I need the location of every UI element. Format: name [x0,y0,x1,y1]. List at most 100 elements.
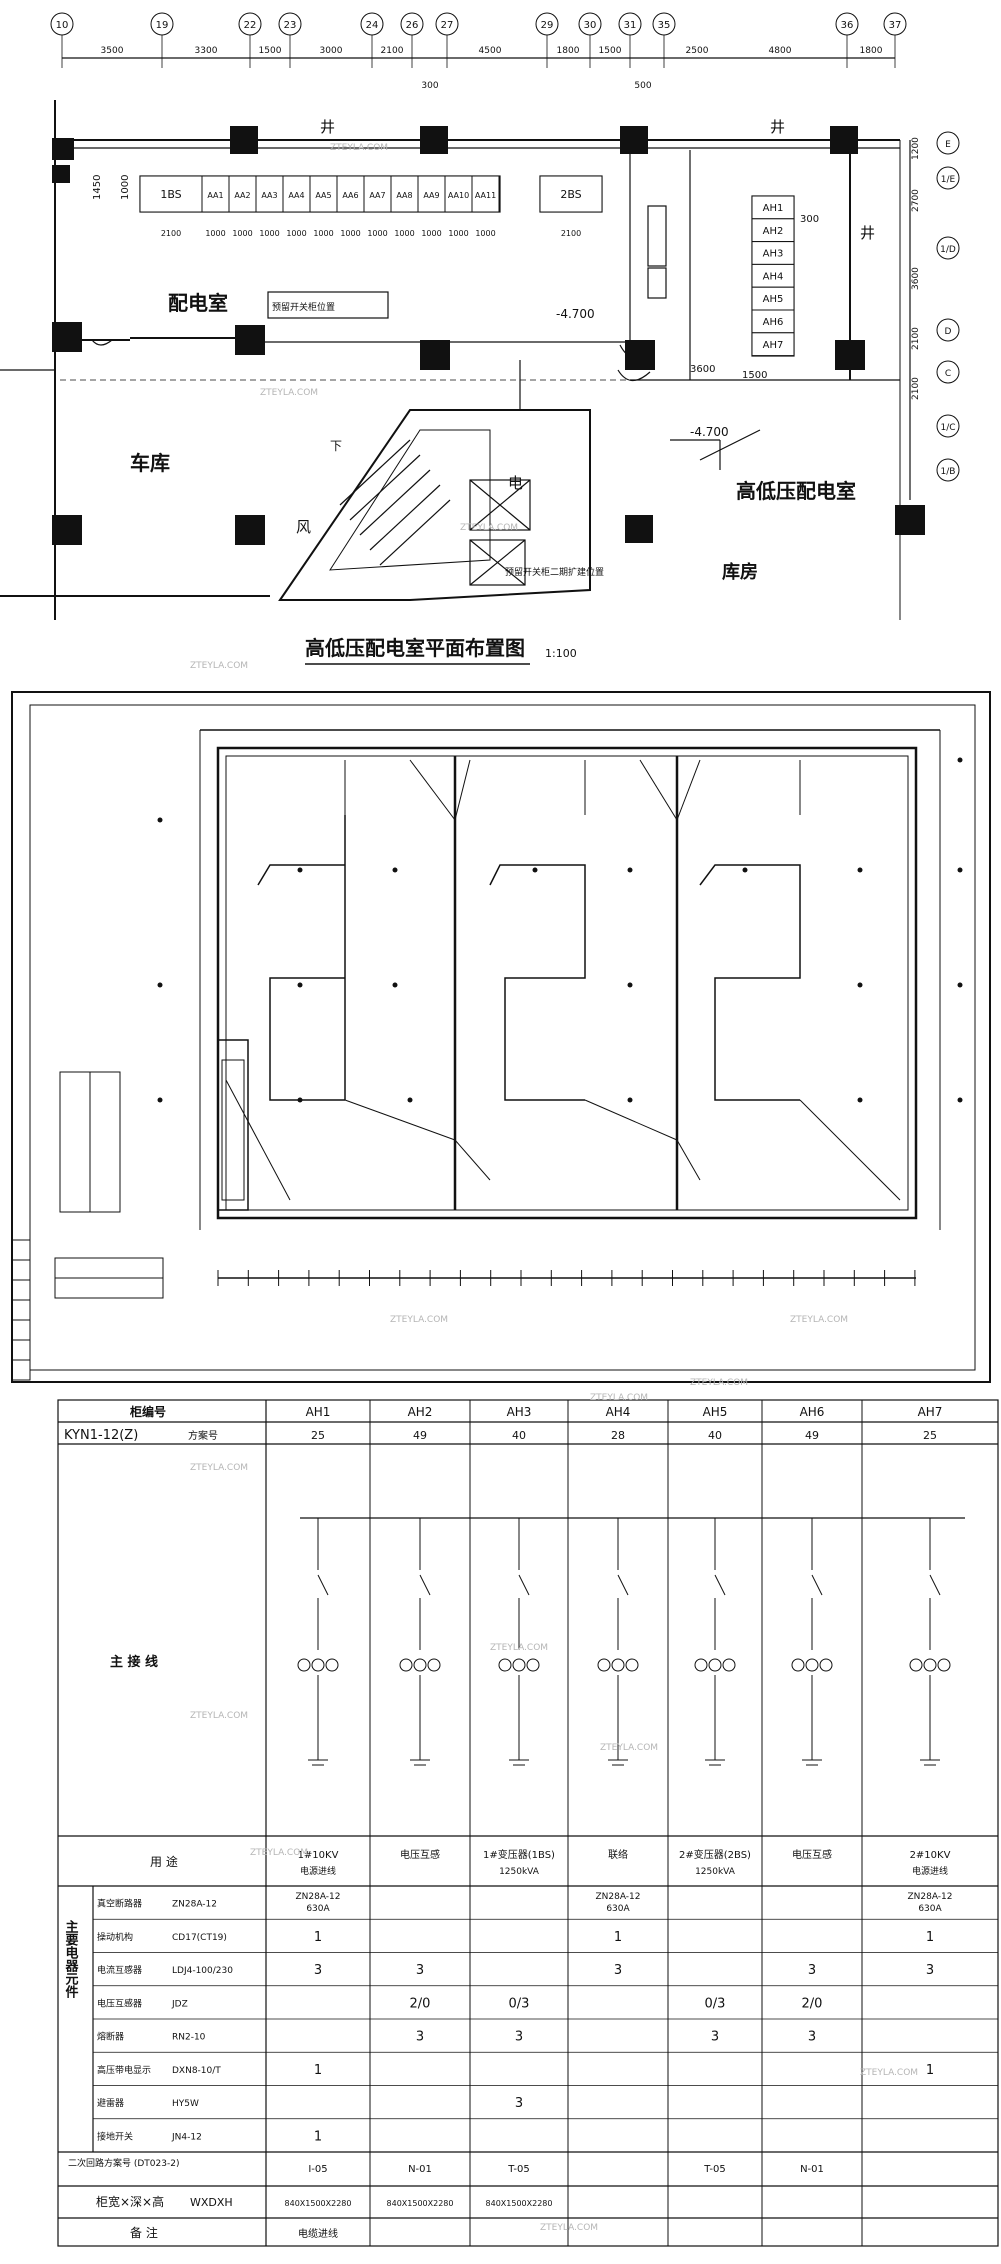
cabinet-label: AA9 [423,191,439,200]
cabinet-label: AA5 [315,191,331,200]
cabinet-cell [201,175,230,213]
table-model: KYN1-12(Z) [64,1428,138,1443]
cabinet-id: AH5 [703,1405,728,1419]
watermark: ZTEYLA.COM [190,1711,248,1721]
lamp-symbol [157,817,163,823]
lamp-symbol [157,982,163,988]
component-value: 3 [808,1963,816,1978]
elevation-1: -4.700 [556,307,595,321]
grid-label: 36 [841,20,854,31]
use-text: 电源进线 [300,1865,336,1877]
table-note-label: 备 注 [130,2225,158,2240]
lamp-symbol [392,982,398,988]
grid-bubble [936,131,960,155]
dim-text: 1000 [259,229,279,238]
component-value: 1 [614,1930,622,1945]
component-name: 操动机构 [97,1931,133,1943]
ct-symbol [498,1658,512,1672]
cabinet-size: 840X1500X2280 [387,2199,454,2208]
label-well-3: 井 [860,224,875,242]
ct-symbol [923,1658,937,1672]
component-name: 接地开关 [97,2130,133,2142]
circuit-AH3 [498,1518,540,1766]
scheme-no: 28 [611,1429,625,1442]
component-model: LDJ4-100/230 [172,1966,233,1976]
scheme-no: 40 [708,1429,722,1442]
switch-blade [929,1574,941,1596]
ct-symbol [625,1658,639,1672]
component-value: 3 [711,2030,719,2045]
single-line-diagrams [297,1517,965,1766]
dim-text: 1800 [860,46,883,56]
table-head-cabinet: 柜编号 [129,1404,166,1419]
use-text: 电压互感 [400,1848,440,1861]
table-size-label: 柜宽×深×高 [96,2194,164,2209]
lamp-symbol [957,867,963,873]
lamp-symbol [627,867,633,873]
lamp-symbol [857,1097,863,1103]
cabinet-label: AA7 [369,191,385,200]
ct-symbol [413,1658,427,1672]
component-value: 1 [926,2063,934,2078]
lamp-symbol [157,1097,163,1103]
grid-label: 1/C [940,423,955,433]
component-value: 3 [416,2030,424,2045]
cabinet-label: AA2 [234,191,250,200]
component-value: 3 [314,1963,322,1978]
component-value: 3 [926,1963,934,1978]
label-well-1: 井 [320,118,335,136]
grid-bubble [936,236,960,260]
use-text: 1250kVA [499,1867,540,1877]
room-label-storage: 库房 [722,561,758,583]
structural-columns [52,126,925,545]
grid-label: 10 [56,20,69,31]
scheme-no: 49 [413,1429,427,1442]
cabinet-id: AH2 [408,1405,433,1419]
table-size-model: WXDXH [190,2196,233,2209]
switch-blade [714,1574,726,1596]
dim-text: 3300 [195,46,218,56]
dim-text: 300 [421,81,438,91]
use-text: 1250kVA [695,1867,736,1877]
watermark: ZTEYLA.COM [250,1848,308,1858]
cabinet-label: AA11 [475,191,496,200]
dim-text: 2700 [911,189,921,212]
watermark: ZTEYLA.COM [260,388,318,398]
lamp-symbol [627,1097,633,1103]
cabinet-id: AH7 [918,1405,943,1419]
cabinet-label: AH7 [763,340,784,351]
component-name: 高压带电显示 [97,2064,151,2076]
circuit-AH2 [399,1518,441,1766]
cabinet-label: AH2 [763,226,784,237]
elevation-2: -4.700 [690,425,729,439]
scheme-no: 25 [923,1429,937,1442]
grid-bubble [936,414,960,438]
dim-text: 3000 [320,46,343,56]
grid-bubble [936,166,960,190]
table-scheme-label: 方案号 [188,1429,218,1442]
dim-text: 1800 [557,46,580,56]
grid-label: 1/D [940,245,956,255]
use-text: 电源进线 [912,1865,948,1877]
grid-bubble [936,360,960,384]
dim-text: 2100 [561,229,581,238]
grid-label: 26 [406,20,419,31]
watermark: ZTEYLA.COM [190,661,248,671]
lamp-symbol [297,867,303,873]
dim-text: 4800 [769,46,792,56]
scheme-no: 40 [512,1429,526,1442]
secondary-no: N-01 [800,2164,824,2175]
dim-1000: 1000 [120,175,131,200]
dim-text: 2500 [686,46,709,56]
grid-bubble [936,318,960,342]
ct-symbol [512,1658,526,1672]
grid-label: 22 [244,20,257,31]
grid-label: 19 [156,20,169,31]
component-model: RN2-10 [172,2033,206,2043]
watermark: ZTEYLA.COM [790,1315,848,1325]
grid-label: 24 [366,20,379,31]
cabinet-label: AH3 [763,249,784,260]
component-value: 1 [314,2129,322,2144]
